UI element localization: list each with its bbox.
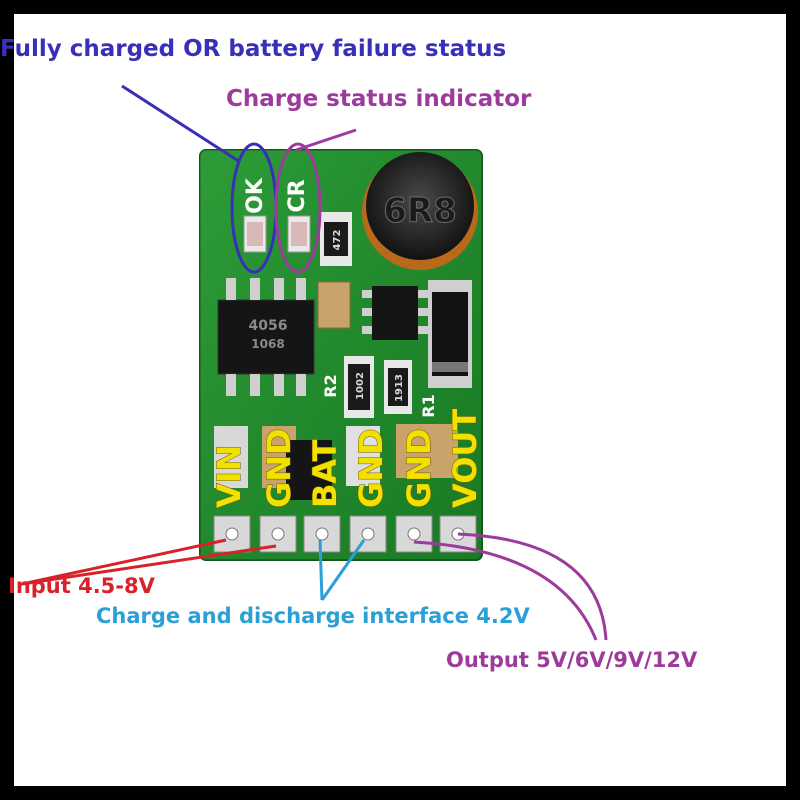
led-ok (243, 215, 267, 253)
pin-labels: VIN GND BAT GND GND VOUT (210, 408, 485, 508)
pin-label-bat: BAT (306, 439, 344, 508)
caption-fully-charged: Fully charged OR battery failure status (0, 36, 507, 62)
resistor-label-r1: R1 (419, 394, 438, 417)
led-label-cr: CR (285, 179, 310, 212)
pin-label-gnd-1: GND (260, 428, 298, 508)
pin-label-vin: VIN (210, 445, 248, 508)
resistor-label-r2: R2 (321, 374, 340, 397)
pad-vin (213, 515, 251, 553)
inductor: 6R8 (362, 152, 478, 270)
pin-label-gnd-3: GND (400, 428, 438, 508)
leader-input (21, 538, 277, 586)
pin-label-vout: VOUT (446, 409, 484, 508)
boost-ic (362, 286, 428, 340)
capacitor-small (317, 281, 351, 329)
leader-interface (318, 539, 366, 601)
bottom-components (214, 424, 458, 500)
pad-gnd-3 (395, 515, 433, 553)
pad-gnd-2 (349, 515, 387, 553)
caption-output: Output 5V/6V/9V/12V (446, 648, 698, 672)
resistor-1002: 1002 (344, 356, 374, 418)
led-label-ok: OK (243, 177, 268, 214)
charger-ic: 4056 1068 (217, 278, 315, 396)
pin-label-gnd-2: GND (352, 428, 390, 508)
caption-input: Input 4.5-8V (8, 574, 155, 598)
pad-bat (303, 515, 341, 553)
leader-fully-charged (121, 84, 241, 164)
header-pads (213, 515, 477, 553)
resistor-472: 472 (320, 212, 352, 266)
leader-charge-status (295, 128, 357, 152)
chip-marking-2: 1068 (251, 337, 284, 351)
resistor-1913: 1913 (384, 360, 412, 414)
led-cr (287, 215, 311, 253)
chip-marking-1: 4056 (249, 318, 288, 334)
caption-interface: Charge and discharge interface 4.2V (96, 604, 530, 628)
highlight-cr-led (274, 142, 322, 274)
smd-code-1913: 1913 (394, 374, 405, 402)
caption-charge-status: Charge status indicator (226, 86, 532, 112)
smd-code-1002: 1002 (355, 372, 366, 400)
smd-code-472: 472 (332, 230, 343, 251)
leader-output (413, 532, 608, 641)
schottky-diode (428, 280, 472, 388)
inductor-code: 6R8 (383, 191, 457, 231)
